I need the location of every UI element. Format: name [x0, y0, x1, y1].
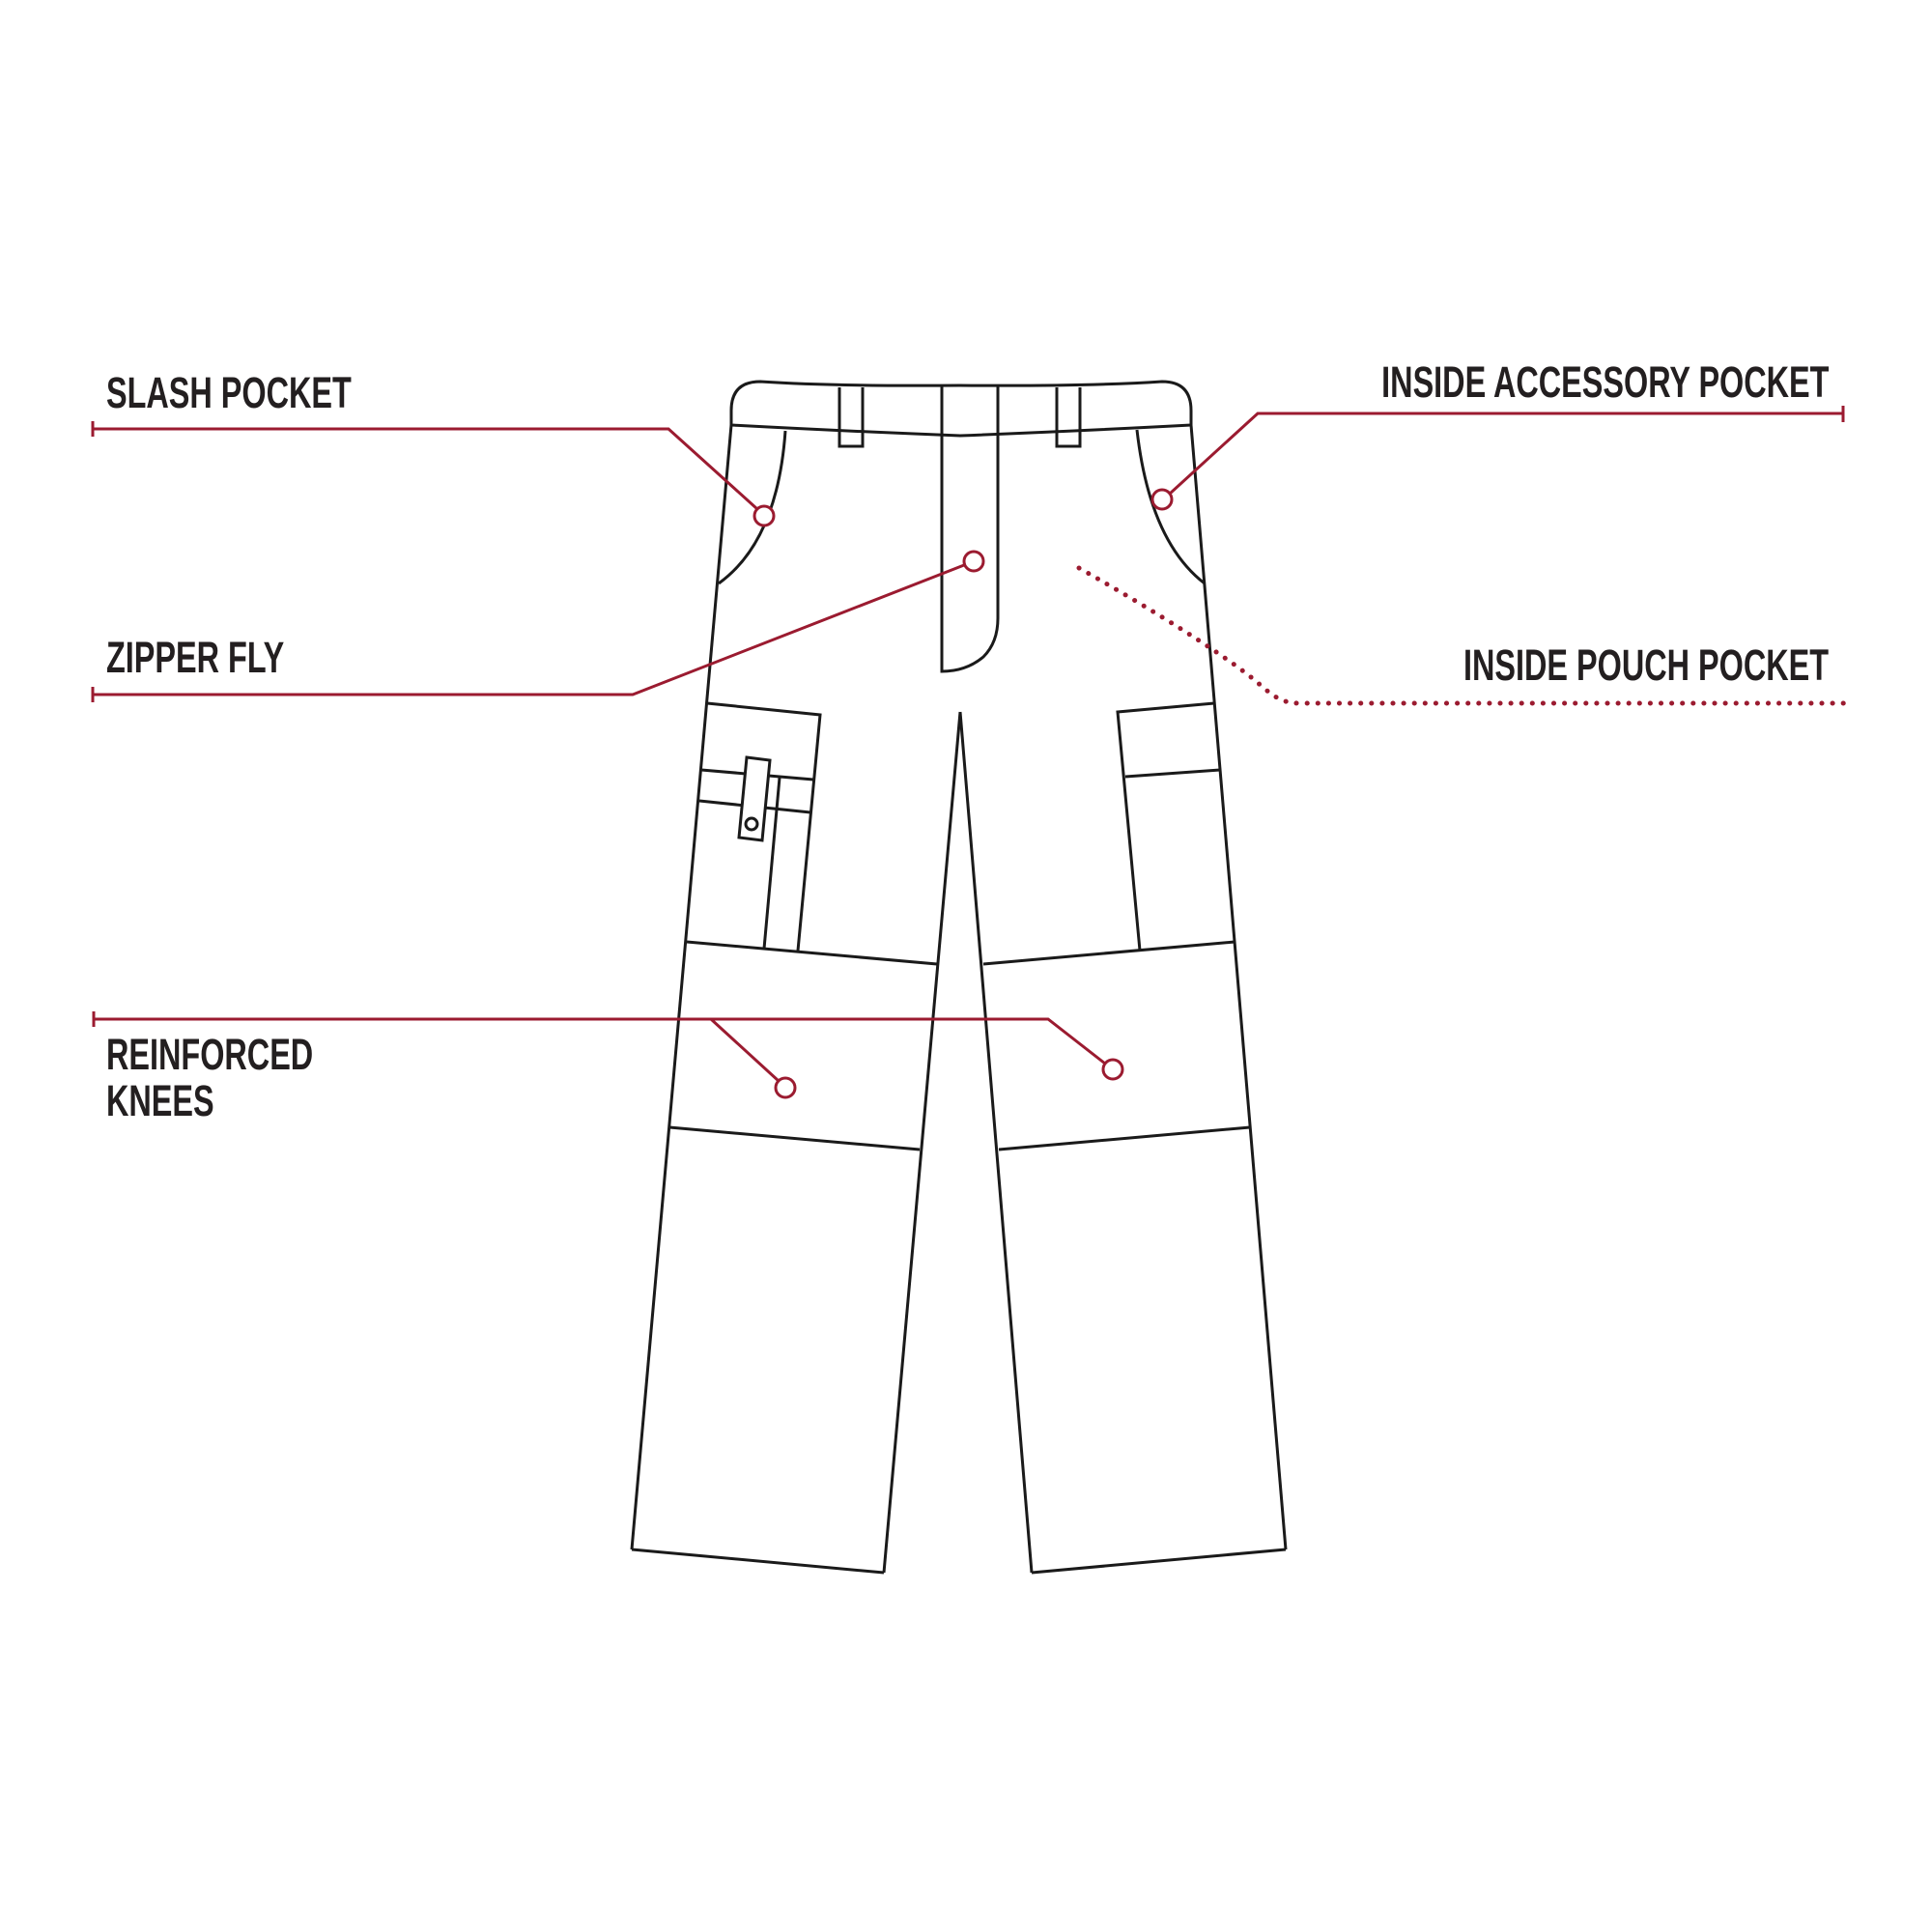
zipper-fly-panel [940, 385, 1000, 673]
leader-inside-accessory-pocket [1150, 406, 1845, 511]
cargo-strip-left [762, 777, 781, 950]
belt-loop-right [1055, 387, 1082, 448]
label-reinforced-knees-line1: REINFORCED [106, 1030, 314, 1079]
pants-outline [630, 380, 1288, 1575]
label-zipper-fly: ZIPPER FLY [106, 633, 285, 682]
cargo-pocket-left [706, 701, 822, 952]
leader-reinforced-knees [92, 1011, 1124, 1099]
right-leg-outer-seam [1189, 424, 1288, 1550]
snap-button-icon [744, 816, 759, 832]
callout-dot-knee-right [1101, 1058, 1124, 1081]
leader-zipper-fly [91, 550, 985, 702]
knee-seam-right-upper [982, 940, 1235, 966]
left-leg-inner-seam [882, 711, 962, 1574]
callout-dot-knee-left [774, 1076, 797, 1099]
belt-loop-left [838, 387, 865, 448]
leader-slash-pocket [91, 421, 776, 527]
label-reinforced-knees-line2: KNEES [106, 1076, 214, 1125]
cargo-flap-right [1124, 768, 1221, 779]
left-leg-outer-seam [630, 424, 733, 1550]
leader-inside-pouch-pocket [1076, 565, 1850, 706]
cargo-pocket-right [1116, 701, 1215, 952]
label-slash-pocket: SLASH POCKET [106, 368, 352, 417]
left-leg-hem [631, 1548, 885, 1575]
callout-dot-accessory-pocket [1150, 488, 1174, 511]
right-leg-inner-seam [958, 711, 1034, 1574]
knee-seam-right-lower [998, 1125, 1251, 1151]
right-leg-hem [1031, 1548, 1287, 1575]
waistband [729, 380, 1193, 438]
callout-dot-zipper-fly [962, 550, 985, 573]
label-inside-pouch-pocket: INSIDE POUCH POCKET [1462, 640, 1829, 690]
callout-dot-slash-pocket [753, 504, 776, 527]
label-inside-accessory-pocket: INSIDE ACCESSORY POCKET [1380, 357, 1829, 407]
knee-seam-left-upper [686, 940, 938, 966]
slash-pocket-right-opening [1135, 429, 1206, 585]
knee-seam-left-lower [668, 1125, 921, 1151]
